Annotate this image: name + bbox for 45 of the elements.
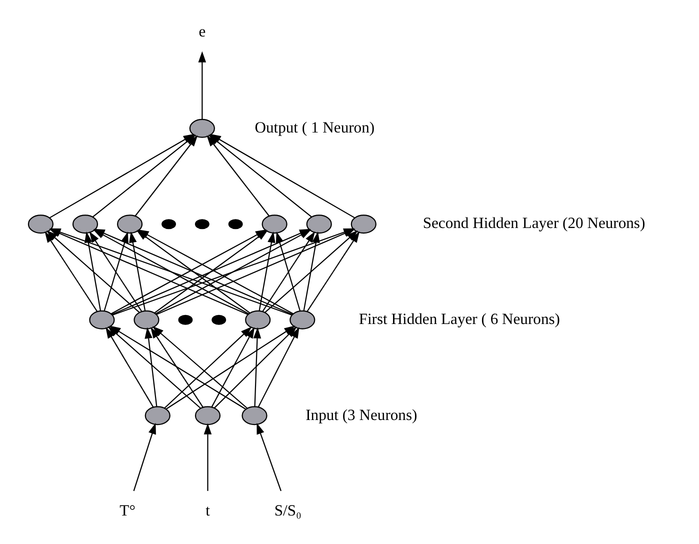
label: Output ( 1 Neuron) (254, 119, 374, 136)
arrow (209, 134, 354, 218)
arrow (164, 326, 252, 409)
node-dot (178, 314, 192, 325)
node-circle (72, 214, 98, 234)
node-text: T° (119, 502, 135, 520)
node-circle (188, 118, 214, 138)
node-dot (211, 314, 226, 325)
arrow (103, 232, 128, 312)
node-dot (161, 219, 176, 230)
node-circle (289, 310, 315, 330)
label: Second Hidden Layer (20 Neurons) (422, 215, 645, 232)
arrow (128, 232, 146, 311)
arrow (152, 326, 247, 409)
node-circle (116, 214, 142, 234)
arrow (302, 232, 320, 311)
arrow (252, 327, 261, 407)
arrow (275, 232, 300, 312)
arrow (262, 231, 315, 312)
arrow (198, 51, 206, 120)
arrow (256, 422, 282, 492)
node-circle (241, 406, 267, 426)
arrow (132, 422, 156, 492)
node-circle (133, 310, 159, 330)
node-text: S/S₀ (274, 502, 301, 520)
node-dot (194, 219, 209, 230)
node-circle (306, 214, 332, 234)
arrow (84, 232, 101, 311)
node-circle (350, 214, 376, 234)
node-circle (27, 214, 54, 234)
node-text: e (198, 24, 206, 41)
node-circle (88, 310, 114, 330)
node-circle (194, 406, 220, 426)
arrow (258, 232, 275, 311)
arrow (144, 327, 157, 407)
node-text: t (205, 502, 210, 520)
node-circle (244, 310, 270, 330)
arrow (210, 327, 254, 408)
arrow (88, 231, 142, 312)
label: First Hidden Layer ( 6 Neurons) (358, 311, 560, 328)
arrow (203, 423, 212, 491)
node-circle (261, 214, 287, 234)
label: Input (3 Neurons) (305, 406, 417, 424)
node-circle (144, 406, 170, 426)
node-dot (228, 219, 242, 230)
